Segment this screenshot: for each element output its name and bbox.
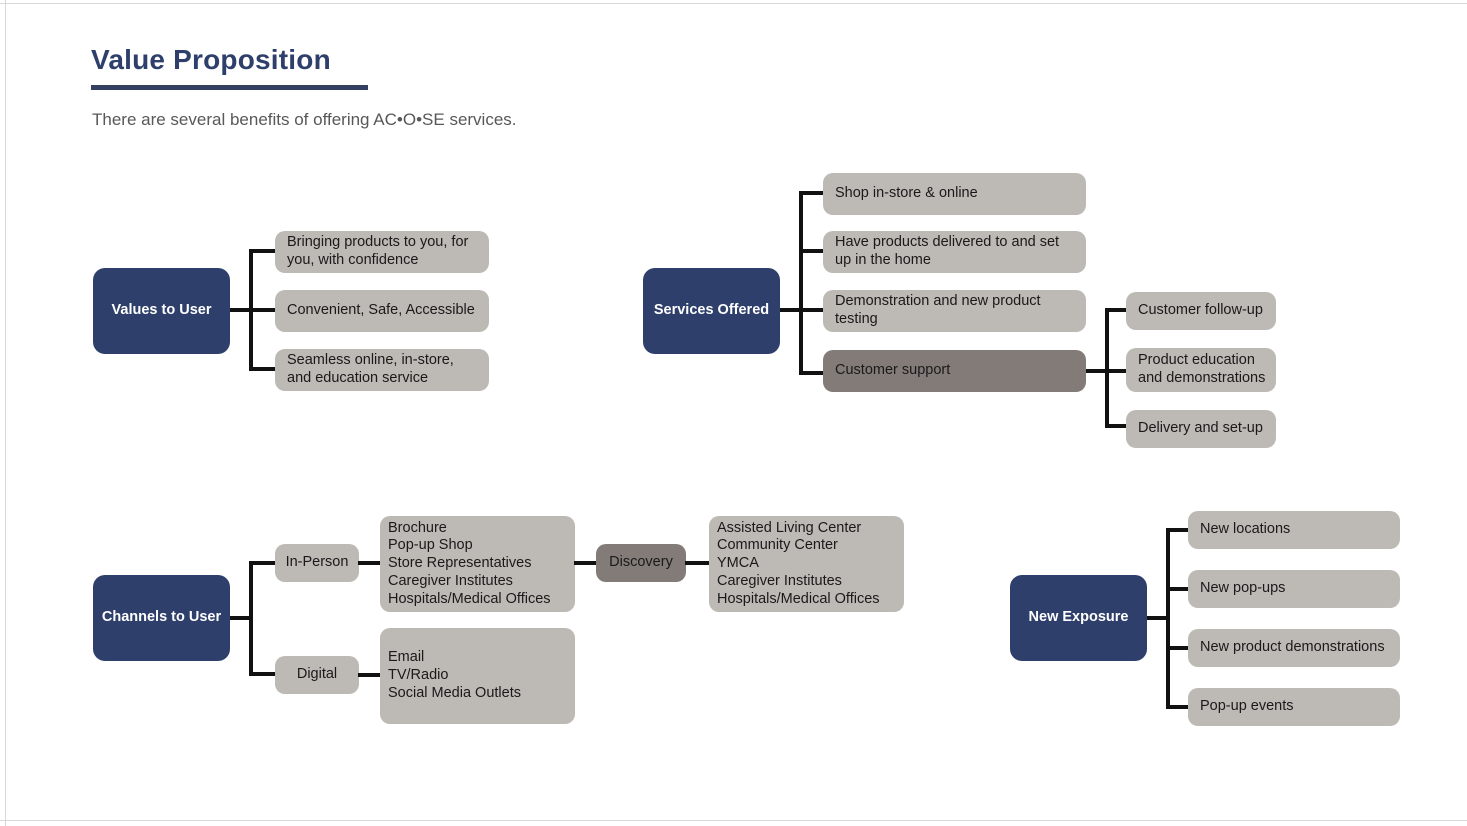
node-label: New Exposure <box>1028 609 1129 626</box>
page-title: Value Proposition <box>91 44 331 75</box>
connector-services-spine <box>799 191 803 375</box>
node-support-sub-3[interactable]: Delivery and set-up <box>1126 410 1276 448</box>
connector-channels-stub-2 <box>249 672 277 676</box>
connector-exposure-trunk <box>1147 616 1169 620</box>
node-new-exposure-root[interactable]: New Exposure <box>1010 575 1147 661</box>
connector-digital-to-list <box>358 673 383 677</box>
page-subtitle: There are several benefits of offering A… <box>92 110 517 129</box>
page-frame-left-line <box>5 0 6 826</box>
connector-exposure-stub-4 <box>1166 705 1192 709</box>
connector-exposure-stub-1 <box>1166 528 1192 532</box>
node-services-child-3[interactable]: Demonstration and new product testing <box>823 290 1086 332</box>
connector-values-stub-2 <box>249 308 277 312</box>
node-values-to-user-root[interactable]: Values to User <box>93 268 230 354</box>
connector-in-person-to-list <box>358 561 383 565</box>
node-label: Convenient, Safe, Accessible <box>287 302 475 319</box>
node-label: Seamless online, in-store, and education… <box>287 352 454 386</box>
node-label: In-Person <box>285 554 349 571</box>
connector-support-stub-3 <box>1105 424 1130 428</box>
node-label: Bringing products to you, for you, with … <box>287 234 469 268</box>
connector-support-trunk <box>1086 369 1108 373</box>
connector-support-stub-1 <box>1105 308 1130 312</box>
node-services-child-2[interactable]: Have products delivered to and set up in… <box>823 231 1086 273</box>
node-channel-in-person[interactable]: In-Person <box>275 544 359 582</box>
node-exposure-child-1[interactable]: New locations <box>1188 511 1400 549</box>
node-values-child-1[interactable]: Bringing products to you, for you, with … <box>275 231 489 273</box>
node-services-offered-root[interactable]: Services Offered <box>643 268 780 354</box>
node-digital-items[interactable]: Email TV/Radio Social Media Outlets <box>380 628 575 724</box>
node-label: Discovery <box>609 554 673 571</box>
connector-services-trunk <box>780 308 802 312</box>
title-underline <box>91 85 368 90</box>
node-exposure-child-2[interactable]: New pop-ups <box>1188 570 1400 608</box>
connector-channels-stub-1 <box>249 561 277 565</box>
page-frame-top-line <box>0 3 1467 4</box>
node-label: Services Offered <box>653 302 770 319</box>
node-label: Have products delivered to and set up in… <box>835 234 1060 268</box>
node-label: Assisted Living Center Community Center … <box>717 519 880 607</box>
node-exposure-child-4[interactable]: Pop-up events <box>1188 688 1400 726</box>
node-label: Pop-up events <box>1200 698 1294 715</box>
connector-values-stub-1 <box>249 249 277 253</box>
node-label: Channels to User <box>101 609 222 626</box>
node-label: Digital <box>296 666 338 683</box>
node-values-child-3[interactable]: Seamless online, in-store, and education… <box>275 349 489 391</box>
node-support-sub-2[interactable]: Product education and demonstrations <box>1126 348 1276 392</box>
connector-exposure-stub-2 <box>1166 587 1192 591</box>
node-label: Product education and demonstrations <box>1138 352 1266 386</box>
node-label: Demonstration and new product testing <box>835 293 1041 327</box>
connector-services-stub-4 <box>799 371 827 375</box>
node-label: New product demonstrations <box>1200 639 1385 656</box>
node-label: New locations <box>1200 521 1291 538</box>
connector-services-stub-2 <box>799 249 827 253</box>
node-discovery-items[interactable]: Assisted Living Center Community Center … <box>709 516 904 612</box>
connector-values-stub-3 <box>249 367 277 371</box>
node-label: Customer follow-up <box>1138 302 1263 319</box>
connector-discovery-to-list <box>685 561 710 565</box>
node-label: Delivery and set-up <box>1138 420 1263 437</box>
connector-exposure-stub-3 <box>1166 646 1192 650</box>
page-frame-bottom-line <box>0 820 1467 821</box>
node-label: Values to User <box>111 302 212 319</box>
node-label: Email TV/Radio Social Media Outlets <box>388 649 521 701</box>
node-services-child-4-customer-support[interactable]: Customer support <box>823 350 1086 392</box>
node-label: New pop-ups <box>1200 580 1286 597</box>
node-label: Customer support <box>835 362 951 379</box>
connector-exposure-spine <box>1166 528 1170 708</box>
connector-support-stub-2 <box>1105 369 1130 373</box>
node-discovery[interactable]: Discovery <box>596 544 686 582</box>
connector-channels-spine <box>249 561 253 676</box>
connector-list-to-discovery <box>574 561 598 565</box>
connector-services-stub-3 <box>799 308 827 312</box>
node-label: Brochure Pop-up Shop Store Representativ… <box>388 519 551 607</box>
node-exposure-child-3[interactable]: New product demonstrations <box>1188 629 1400 667</box>
node-support-sub-1[interactable]: Customer follow-up <box>1126 292 1276 330</box>
node-in-person-items[interactable]: Brochure Pop-up Shop Store Representativ… <box>380 516 575 612</box>
node-channel-digital[interactable]: Digital <box>275 656 359 694</box>
connector-support-spine <box>1105 308 1109 428</box>
node-services-child-1[interactable]: Shop in-store & online <box>823 173 1086 215</box>
node-label: Shop in-store & online <box>835 185 978 202</box>
connector-values-trunk <box>230 308 252 312</box>
connector-services-stub-1 <box>799 191 827 195</box>
node-values-child-2[interactable]: Convenient, Safe, Accessible <box>275 290 489 332</box>
node-channels-to-user-root[interactable]: Channels to User <box>93 575 230 661</box>
connector-channels-trunk <box>230 616 252 620</box>
